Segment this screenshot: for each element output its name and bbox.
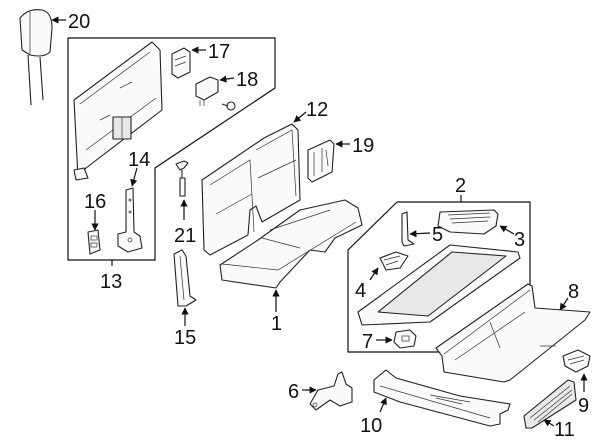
part-storage-tray[interactable]: [357, 244, 521, 326]
part-19-bracket[interactable]: [307, 139, 335, 183]
part-18-latch[interactable]: [195, 76, 236, 111]
part-21-pin[interactable]: [175, 160, 189, 197]
part-20-headrest[interactable]: [19, 9, 53, 106]
callout-10: 10: [360, 415, 382, 437]
callout-5: 5: [432, 224, 443, 246]
part-15-trim[interactable]: [173, 249, 197, 307]
callout-11: 11: [554, 419, 575, 441]
part-14-hinge[interactable]: [117, 187, 143, 253]
callout-19: 19: [352, 135, 374, 157]
part-11-scuff-plate[interactable]: [523, 379, 577, 429]
callout-17: 17: [208, 41, 230, 63]
callout-8: 8: [568, 281, 579, 303]
group-frame-2: [347, 195, 531, 353]
part-1-seat-cushion[interactable]: [219, 199, 363, 289]
callout-15: 15: [174, 327, 196, 349]
callout-4: 4: [355, 280, 366, 302]
part-4-bin[interactable]: [379, 251, 409, 271]
callout-3: 3: [514, 229, 525, 251]
leader-lines: [51, 16, 588, 427]
part-17-bracket[interactable]: [171, 47, 191, 79]
part-9-cover[interactable]: [562, 349, 591, 373]
callout-13: 13: [100, 271, 122, 293]
callout-20: 20: [68, 11, 90, 33]
part-16-plate[interactable]: [87, 229, 101, 255]
callout-labels: 20 17 18 14 16 13 21 12 19 1 15 2 5 3 4 …: [68, 11, 589, 441]
callout-9: 9: [578, 395, 589, 417]
part-7-clip[interactable]: [393, 329, 417, 349]
callout-16: 16: [84, 191, 106, 213]
part-12-seatback[interactable]: [201, 123, 301, 256]
part-10-sill-panel[interactable]: [373, 369, 511, 427]
part-5-strip[interactable]: [401, 211, 415, 247]
part-3-module[interactable]: [437, 209, 499, 235]
callout-12: 12: [306, 99, 328, 121]
callout-21: 21: [174, 225, 196, 247]
part-8-load-floor[interactable]: [435, 283, 591, 383]
part-seatback-panel[interactable]: [73, 41, 163, 181]
callout-18: 18: [236, 69, 258, 91]
part-6-bracket[interactable]: [309, 371, 353, 411]
callout-2: 2: [455, 175, 466, 197]
group-frame-13: [67, 37, 276, 266]
callout-14: 14: [128, 149, 150, 171]
callout-6: 6: [288, 381, 299, 403]
callout-1: 1: [271, 313, 282, 335]
callout-7: 7: [362, 331, 373, 353]
